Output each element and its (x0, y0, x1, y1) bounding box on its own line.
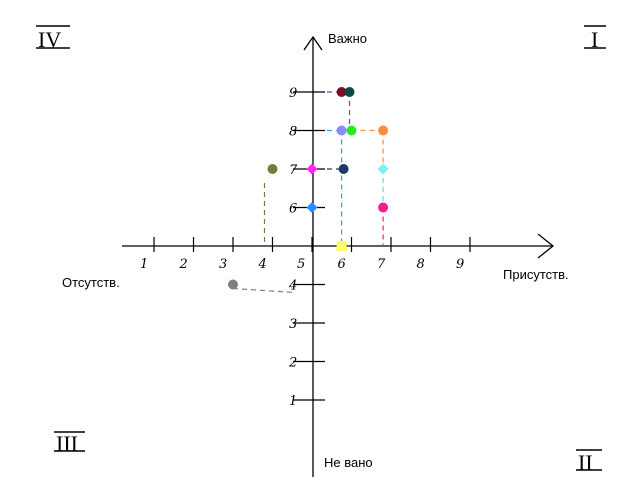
data-point (338, 164, 349, 174)
data-point (378, 202, 389, 213)
y-tick-label: 4 (288, 279, 297, 294)
y-tick-label: 9 (289, 86, 297, 101)
x-axis-arrow-icon (537, 233, 555, 259)
point-group (228, 87, 389, 290)
data-point (344, 87, 355, 97)
data-point (267, 164, 278, 174)
x-tick-label: 8 (417, 257, 425, 272)
y-axis-arrow-icon (303, 35, 323, 51)
data-point (336, 87, 347, 97)
x-tick-label: 9 (456, 257, 464, 272)
connector-line (232, 287, 296, 294)
y-tick-label: 2 (288, 356, 297, 371)
data-point (306, 202, 318, 213)
x-tick-label: 1 (140, 257, 148, 272)
data-point (228, 279, 238, 290)
x-tick-label: 2 (179, 257, 188, 272)
quadrant-III-text: III (56, 431, 78, 456)
x-tick-label: 3 (219, 257, 227, 272)
quadrant-I-text: I (591, 27, 598, 52)
y-tick-label: 6 (289, 202, 297, 217)
x-tick-label: 7 (377, 257, 386, 272)
y-tick-label: 1 (289, 394, 297, 409)
quadrant-label-III: III (54, 431, 85, 456)
x-tick-label: 6 (338, 257, 346, 272)
data-point (378, 125, 389, 136)
quadrant-label-II: II (576, 449, 602, 475)
quadrant-II-text: II (578, 450, 593, 475)
data-point (336, 125, 347, 136)
x-axis-right-label: Присутств. (503, 267, 569, 282)
data-point (346, 125, 357, 136)
x-axis-left-label: Отсутств. (62, 275, 120, 290)
x-tick-label: 5 (297, 257, 305, 272)
quadrant-label-I: I (584, 25, 606, 52)
y-tick-label: 8 (289, 125, 297, 140)
connector-group (232, 91, 384, 294)
y-axis-top-label: Важно (328, 31, 367, 46)
y-tick-label: 3 (289, 317, 297, 332)
quadrant-IV-text: IV (38, 27, 61, 52)
data-point (377, 163, 389, 175)
y-axis-bottom-label: Не вано (324, 455, 373, 470)
data-point (336, 241, 347, 251)
data-point (306, 163, 318, 175)
quadrant-label-IV: IV (36, 25, 70, 52)
y-tick-label: 7 (289, 163, 298, 178)
x-tick-label: 4 (258, 257, 267, 272)
